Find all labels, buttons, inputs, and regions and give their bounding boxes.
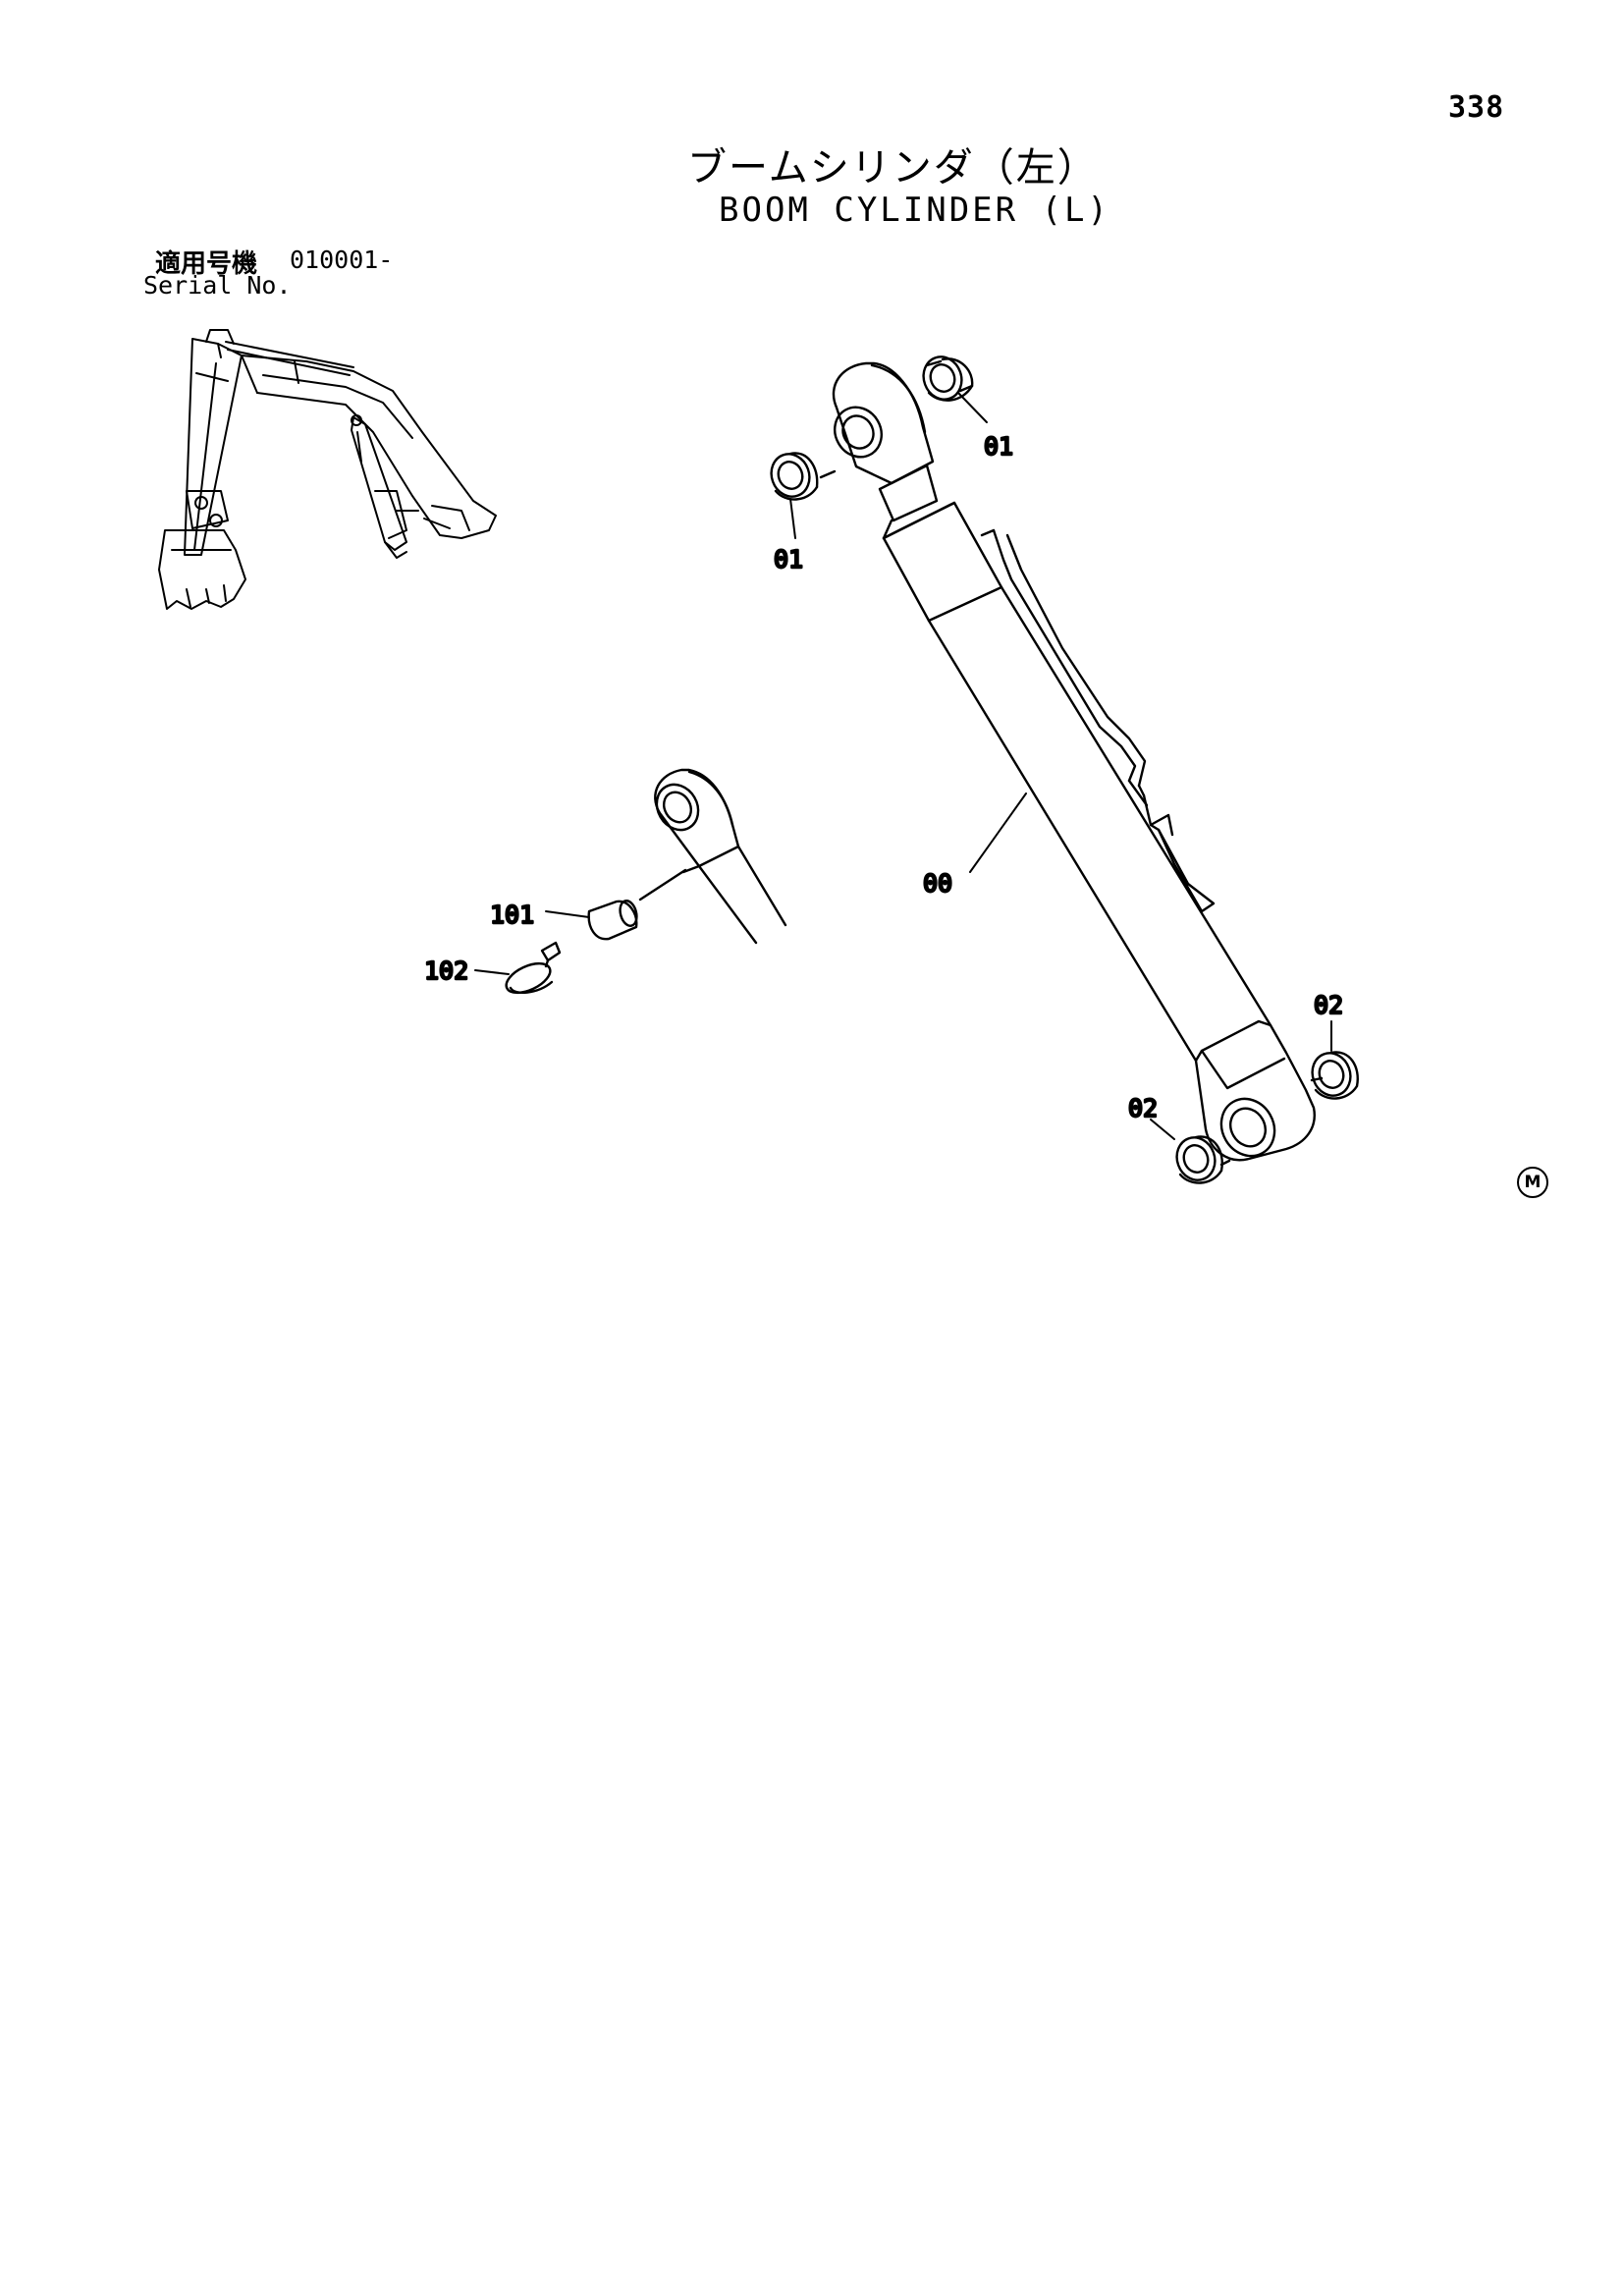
serial-number-value: 010001- — [290, 246, 394, 274]
callout-02-left: 02 — [1128, 1094, 1158, 1122]
circled-m-icon: M — [1517, 1167, 1548, 1198]
leader-lines — [474, 392, 1332, 1140]
callout-01-left: 01 — [774, 545, 803, 574]
callout-101: 101 — [490, 901, 534, 929]
grease-fitting-part-101 — [587, 900, 638, 941]
bushing-01-top — [922, 355, 974, 402]
callout-02-right: 02 — [1314, 991, 1343, 1019]
callout-00: 00 — [923, 869, 952, 898]
bushing-02-right — [1310, 1051, 1359, 1100]
bushing-02-left — [1175, 1135, 1231, 1184]
callout-102: 102 — [424, 957, 468, 985]
cap-part-102 — [505, 941, 562, 995]
serial-label-japanese: 適用号機 — [155, 249, 258, 279]
excavator-location-icon — [158, 329, 497, 610]
boom-cylinder-part-00 — [832, 361, 1316, 1162]
page-title-japanese: ブームシリンダ（左） — [687, 145, 1099, 191]
callout-01-top: 01 — [984, 432, 1013, 461]
rod-end-detail — [638, 768, 787, 945]
serial-label-english: Serial No. — [143, 271, 292, 300]
page-title-english: BOOM CYLINDER (L) — [719, 191, 1110, 230]
page-number: 338 — [1448, 90, 1505, 125]
bushing-01-left — [770, 452, 837, 501]
